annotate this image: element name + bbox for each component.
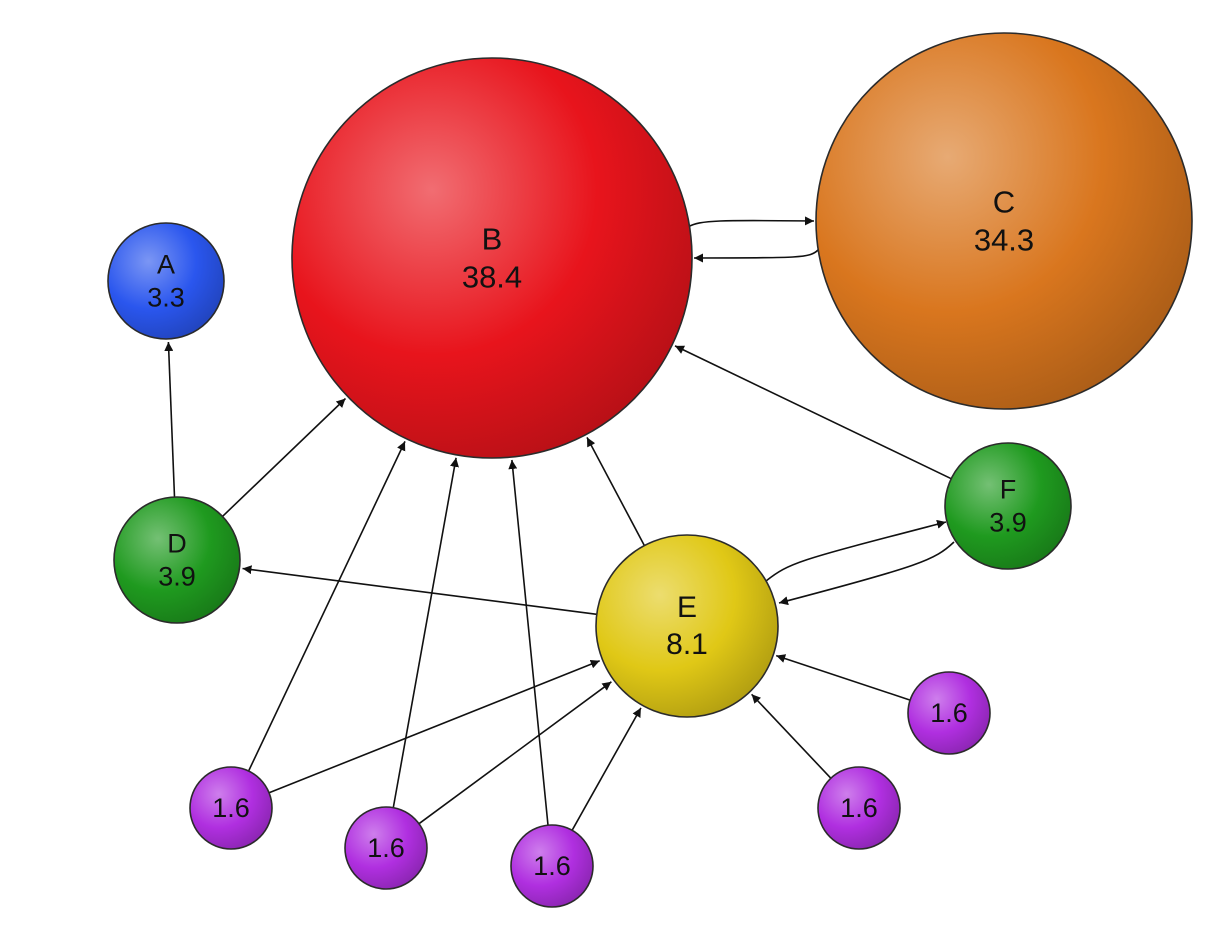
edge-p5-to-e [775, 654, 911, 701]
node-p3: 1.6 [510, 824, 594, 908]
edge-e-to-f [765, 519, 947, 582]
node-b-value: 38.4 [462, 259, 522, 294]
node-a-value: 3.3 [147, 282, 185, 312]
node-a-label: A [157, 250, 175, 280]
node-b-label: B [482, 222, 503, 257]
node-b-circle [291, 57, 693, 459]
node-p1-circle [189, 766, 273, 850]
edge-p2-to-b [392, 457, 459, 808]
edge-e-to-d [242, 565, 597, 616]
edge-d-to-b [221, 397, 347, 517]
edge-p4-to-e [751, 693, 832, 779]
edge-p1-to-b [247, 441, 406, 772]
node-d-circle [113, 496, 241, 624]
edge-p2-to-e [418, 681, 612, 825]
node-e-circle [595, 534, 779, 718]
edge-f-to-b [674, 345, 952, 480]
node-f-label: F [1000, 475, 1017, 505]
node-a: A3.3 [107, 222, 225, 340]
node-p4: 1.6 [817, 766, 901, 850]
node-d-value: 3.9 [158, 561, 196, 591]
node-p5-value: 1.6 [930, 698, 968, 728]
edge-p1-to-e [268, 659, 600, 794]
edge-d-to-a [164, 341, 176, 498]
node-p1-value: 1.6 [212, 793, 250, 823]
node-p5: 1.6 [907, 671, 991, 755]
node-p2: 1.6 [344, 806, 428, 890]
node-f-value: 3.9 [989, 507, 1027, 537]
edge-p3-to-e [571, 707, 642, 831]
node-p4-value: 1.6 [840, 793, 878, 823]
node-p1: 1.6 [189, 766, 273, 850]
edge-e-to-b [586, 437, 646, 546]
node-f-circle [944, 442, 1072, 570]
edge-b-to-c [687, 216, 815, 228]
node-p4-circle [817, 766, 901, 850]
edge-p3-to-b [508, 459, 549, 826]
node-b: B38.4 [291, 57, 693, 459]
node-c-circle [815, 32, 1193, 410]
node-e-label: E [677, 591, 697, 624]
edge-f-to-e [778, 541, 955, 606]
node-p3-circle [510, 824, 594, 908]
node-d-label: D [167, 529, 187, 559]
node-e-value: 8.1 [666, 628, 708, 661]
node-e: E 8.1 [595, 534, 779, 718]
node-c-label: C [993, 185, 1015, 220]
node-f: F3.9 [944, 442, 1072, 570]
node-p2-value: 1.6 [367, 833, 405, 863]
node-c-value: 34.3 [974, 222, 1034, 257]
node-p3-value: 1.6 [533, 851, 571, 881]
node-d: D3.9 [113, 496, 241, 624]
nodes: A3.3B38.4C34.3D3.9E8.1F3.91.61.61.61.61.… [107, 32, 1193, 908]
node-p2-circle [344, 806, 428, 890]
edge-c-to-b [693, 249, 819, 263]
node-c: C34.3 [815, 32, 1193, 410]
node-a-circle [107, 222, 225, 340]
node-p5-circle [907, 671, 991, 755]
edges [164, 216, 955, 831]
